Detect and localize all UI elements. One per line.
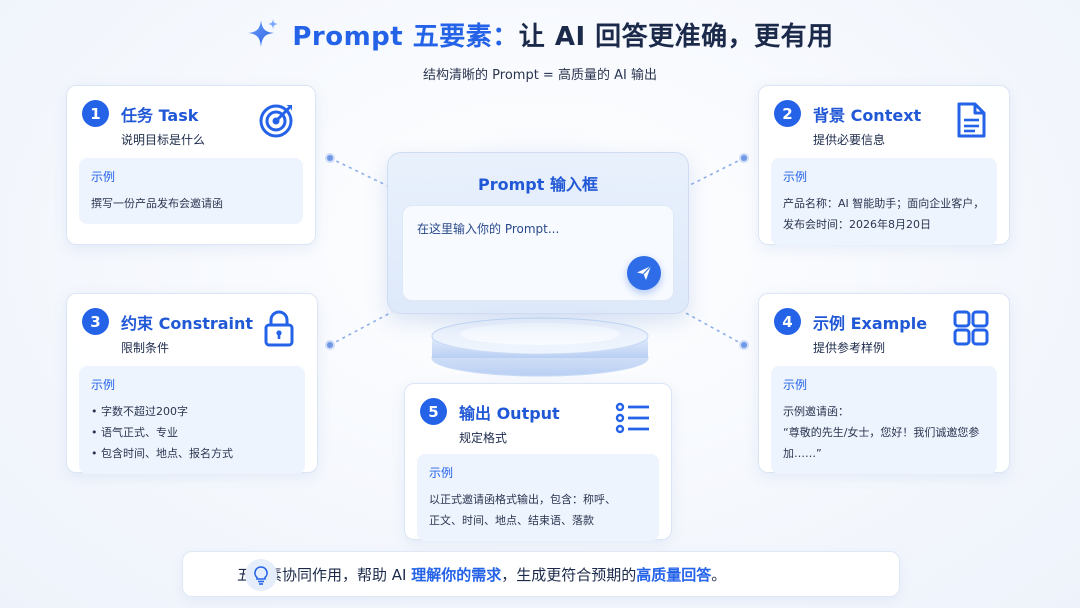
title-rest: 让 AI 回答更准确，更有用 (518, 21, 834, 52)
subtitle: 结构清晰的 Prompt = 高质量的 AI 输出 (423, 68, 657, 83)
card-number: 1 (82, 100, 109, 127)
card-title: 示例 Example (813, 314, 928, 333)
lock-icon (264, 310, 294, 347)
example-line: 产品名称：AI 智能助手；面向企业客户， (783, 197, 985, 210)
list-item: 字数不超过200字 (91, 401, 293, 422)
card-title: 输出 Output (459, 404, 560, 423)
target-icon (259, 104, 293, 138)
constraint-list: 字数不超过200字 语气正式、专业 包含时间、地点、报名方式 (91, 401, 293, 464)
example-label: 示例 (429, 466, 454, 480)
document-icon (957, 102, 986, 138)
grid-icon (953, 310, 989, 346)
lightbulb-icon (245, 559, 277, 591)
send-button[interactable] (627, 256, 661, 290)
card-title: 任务 Task (121, 106, 199, 125)
send-icon (637, 265, 652, 280)
list-item: 语气正式、专业 (91, 422, 293, 443)
card-number: 4 (774, 308, 801, 335)
example-line: 发布会时间：2026年8月20日 (783, 218, 931, 231)
example-box: 示例 示例邀请函： “尊敬的先生/女士，您好！我们诚邀您参 加……” (771, 366, 997, 474)
pedestal (431, 317, 649, 377)
list-icon (615, 402, 649, 434)
card-task: 1 任务 Task 说明目标是什么 示例 撰写一份产品发布会邀请函 (66, 85, 316, 245)
example-line: 加……” (783, 447, 822, 460)
card-desc: 规定格式 (459, 431, 508, 445)
card-title: 背景 Context (813, 106, 922, 125)
example-line: “尊敬的先生/女士，您好！我们诚邀您参 (783, 426, 980, 439)
footer-highlight-1: 理解你的需求 (411, 565, 502, 584)
example-text: 撰写一份产品发布会邀请函 (91, 197, 223, 210)
example-box: 示例 撰写一份产品发布会邀请函 (79, 158, 303, 224)
example-line: 以正式邀请函格式输出，包含：称呼、 (429, 493, 616, 506)
card-desc: 说明目标是什么 (121, 133, 206, 147)
title-prefix: Prompt 五要素： (292, 21, 519, 52)
footer-text-a: 五要素协同作用，帮助 AI (237, 565, 412, 584)
card-example: 4 示例 Example 提供参考样例 示例 示例邀请函： “尊敬的先生/女士，… (758, 293, 1010, 474)
footer-text-b: ，生成更符合预期的 (501, 565, 637, 584)
card-desc: 限制条件 (121, 341, 170, 355)
prompt-placeholder: 在这里输入你的 Prompt... (417, 222, 560, 236)
example-box: 示例 产品名称：AI 智能助手；面向企业客户， 发布会时间：2026年8月20日 (771, 158, 997, 245)
card-context: 2 背景 Context 提供必要信息 示例 产品名称：AI 智能助手；面向企业… (758, 85, 1010, 245)
card-desc: 提供参考样例 (813, 341, 886, 355)
sparkle-icon (248, 19, 279, 47)
example-line: 示例邀请函： (783, 405, 849, 418)
card-title: 约束 Constraint (121, 314, 254, 333)
card-output: 5 输出 Output 规定格式 示例 以正式邀请函格式输出，包含：称呼、 正文… (404, 383, 672, 541)
page-title: Prompt 五要素：让 AI 回答更准确，更有用 (0, 14, 1080, 54)
card-number: 3 (82, 308, 109, 335)
example-box: 示例 以正式邀请函格式输出，包含：称呼、 正文、时间、地点、结束语、落款 (417, 454, 659, 541)
example-box: 示例 字数不超过200字 语气正式、专业 包含时间、地点、报名方式 (79, 366, 305, 474)
footer-highlight-2: 高质量回答 (636, 565, 712, 584)
card-constraint: 3 约束 Constraint 限制条件 示例 字数不超过200字 语气正式、专… (66, 293, 318, 474)
prompt-box-title: Prompt 输入框 (478, 175, 598, 194)
card-desc: 提供必要信息 (813, 133, 886, 147)
example-label: 示例 (783, 170, 808, 184)
example-label: 示例 (783, 378, 808, 392)
prompt-box: Prompt 输入框 在这里输入你的 Prompt... (387, 152, 689, 314)
example-label: 示例 (91, 378, 116, 392)
example-line: 正文、时间、地点、结束语、落款 (429, 514, 594, 527)
prompt-input[interactable]: 在这里输入你的 Prompt... (402, 205, 674, 301)
card-number: 5 (420, 398, 447, 425)
card-number: 2 (774, 100, 801, 127)
list-item: 包含时间、地点、报名方式 (91, 443, 293, 464)
footer-text-c: 。 (711, 565, 727, 584)
example-label: 示例 (91, 170, 116, 184)
footer-summary: 五要素协同作用，帮助 AI 理解你的需求，生成更符合预期的高质量回答。 (182, 551, 900, 597)
